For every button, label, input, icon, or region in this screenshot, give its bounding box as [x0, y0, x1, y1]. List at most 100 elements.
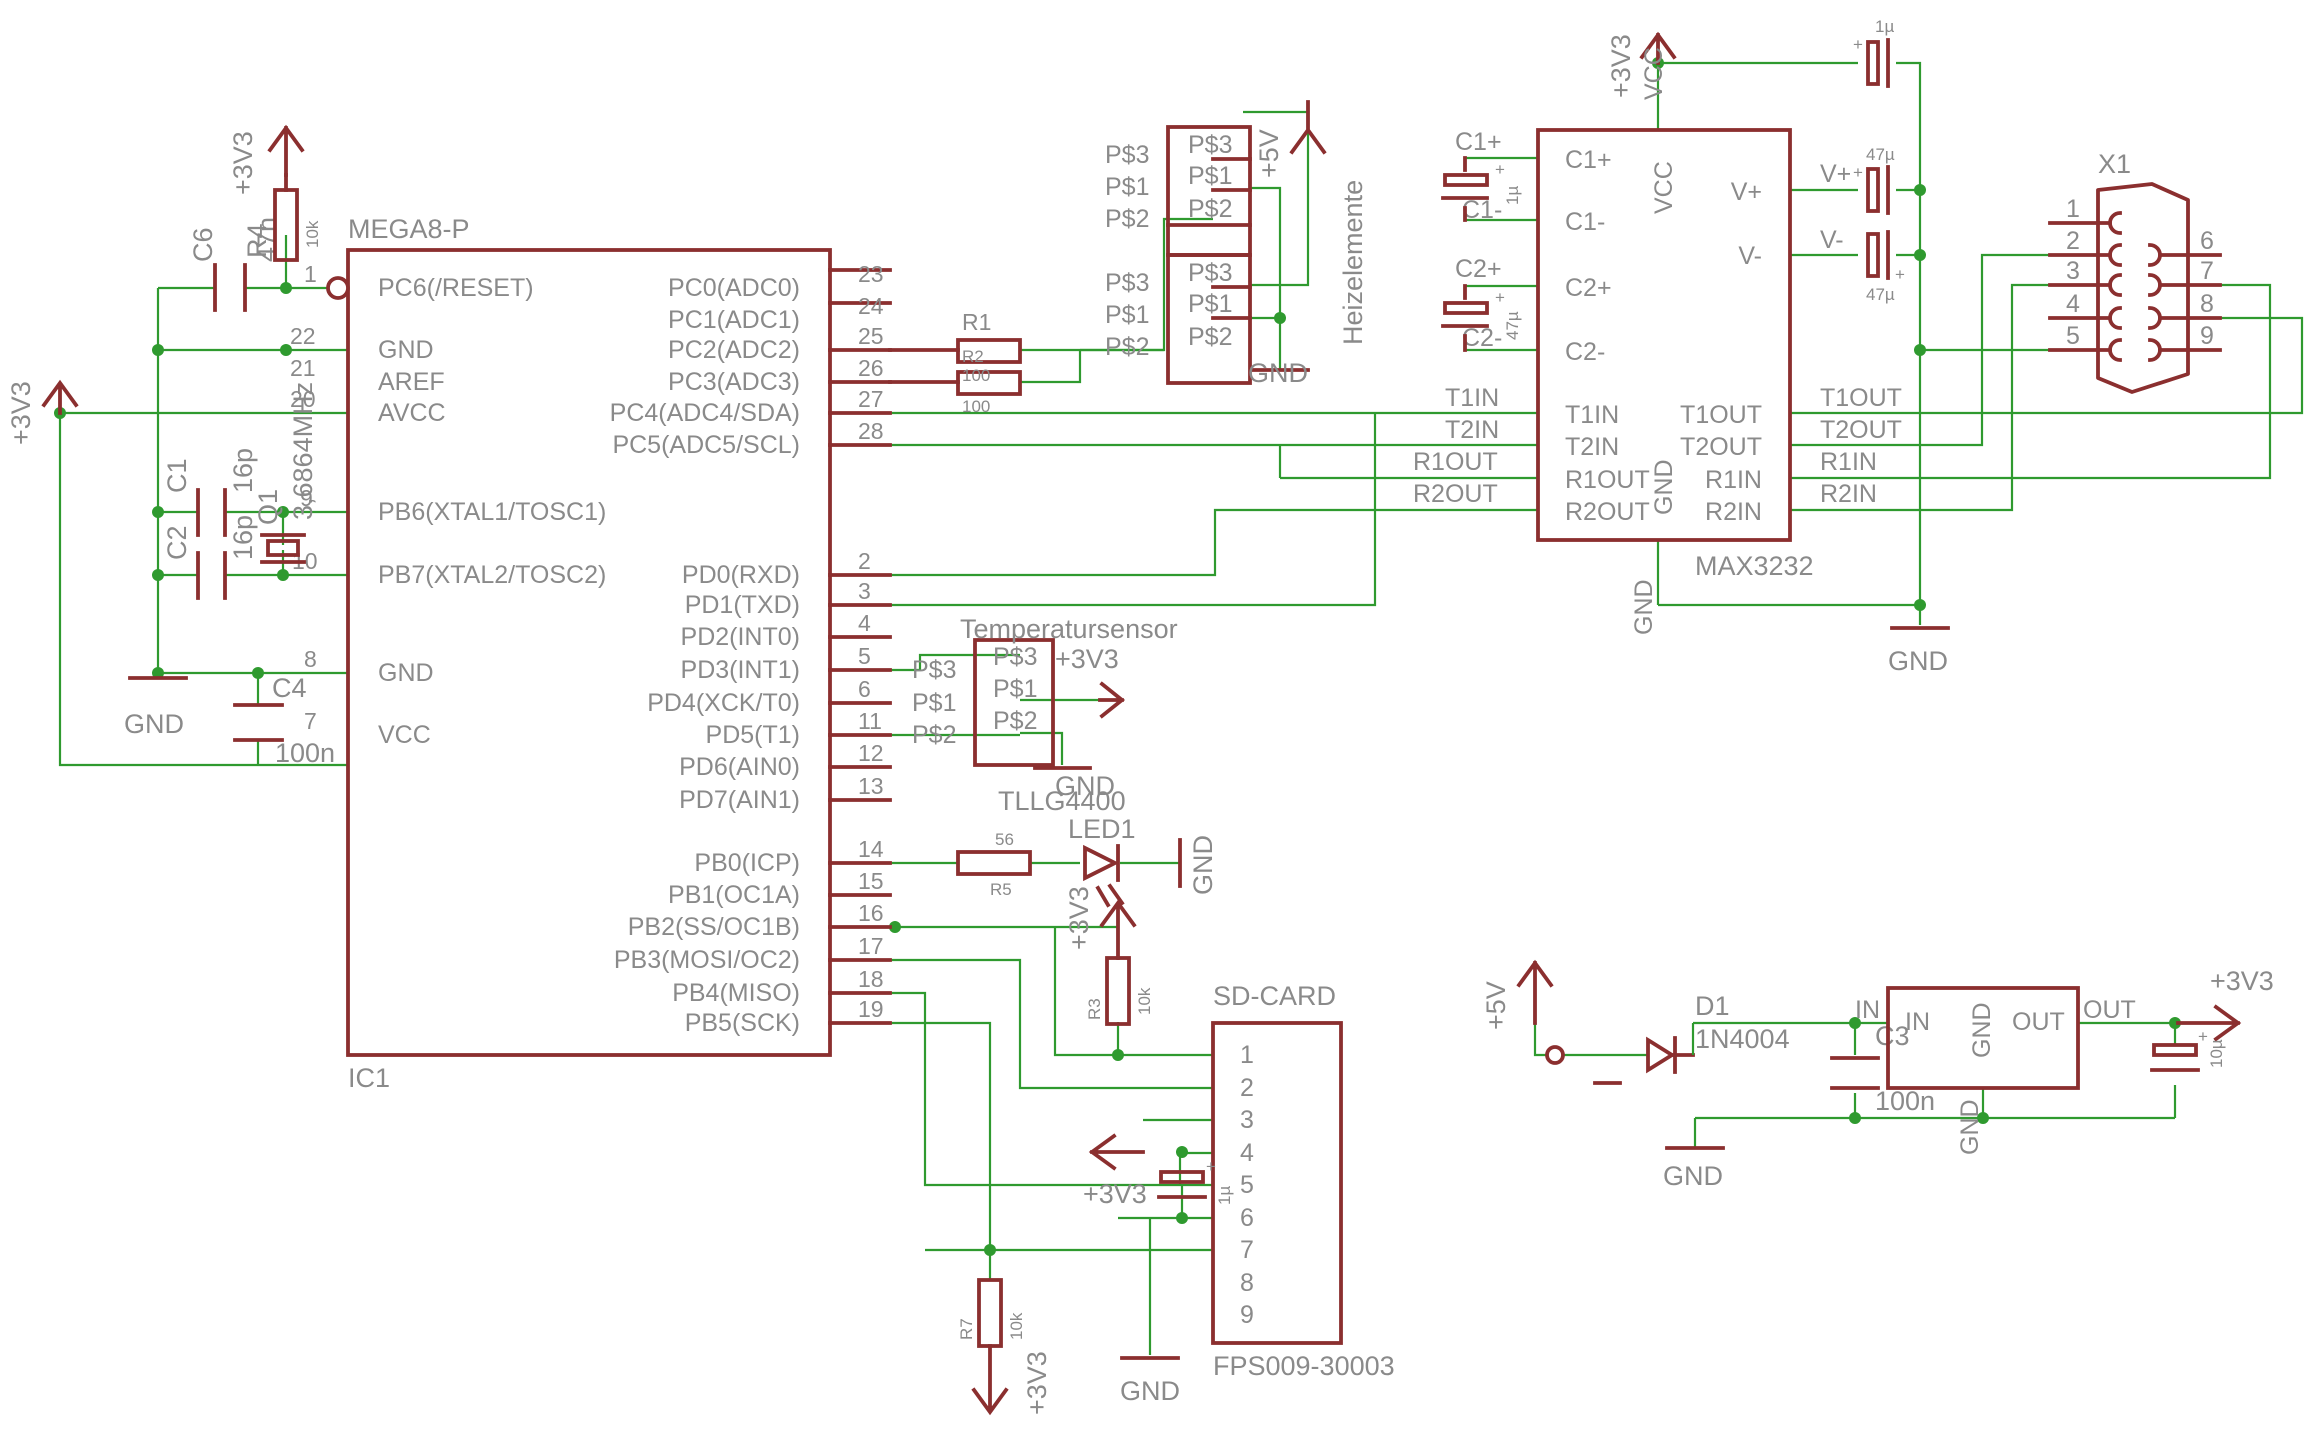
mcu-pin-num: 5: [858, 643, 871, 669]
mcu-pin-name: PD2(INT0): [681, 623, 800, 651]
heater-pin: P$1: [1188, 162, 1232, 190]
r4-supply-label: +3V3: [228, 131, 258, 195]
sdcard-supply: +3V3: [1083, 1179, 1147, 1209]
cap-value: 1µ: [1875, 17, 1894, 36]
mcu-pin-name: PC5(ADC5/SCL): [612, 431, 800, 459]
r7-supply: +3V3: [1022, 1351, 1052, 1415]
net-label: T2OUT: [1820, 416, 1902, 444]
led-type: TLLG4400: [998, 786, 1126, 816]
led-ground: GND: [1188, 835, 1218, 895]
cap-value: 1µ: [1503, 186, 1522, 205]
reg-net-in: IN: [1855, 996, 1880, 1024]
mcu-pin-name: PC0(ADC0): [668, 274, 800, 302]
dsub-pin: 8: [2200, 290, 2214, 318]
mcu-pin-num: 21: [290, 355, 316, 381]
mcu-pin-name: PB3(MOSI/OC2): [614, 946, 800, 974]
max-pin-right: R1IN: [1705, 466, 1762, 494]
reg-ground-label: GND: [1663, 1161, 1723, 1191]
mcu-pin-name: PC4(ADC4/SDA): [610, 399, 800, 427]
led-circuit: 56 R5 TLLG4400 LED1 GND +3V3 R3 10k: [956, 786, 1218, 1026]
mcu-pin-name: PD5(T1): [706, 721, 800, 749]
heater-pin: P$2: [1188, 195, 1232, 223]
heater-ground: GND: [1248, 358, 1308, 388]
max-cap-c2: + 47µ: [1441, 284, 1522, 352]
net-label: C2-: [1462, 324, 1502, 352]
r5-ref: R5: [990, 880, 1012, 899]
c1-ref: C1: [162, 458, 192, 493]
net-label: V-: [1820, 226, 1844, 254]
max-cap-c1: + 1µ: [1441, 156, 1522, 222]
q1-value: 3,6864MHz: [288, 382, 318, 520]
net-wires: [58, 61, 2304, 1355]
tempsensor-pin: P$1: [993, 675, 1037, 703]
mcu-pin-name: PD6(AIN0): [679, 753, 800, 781]
r7-value: 10k: [1007, 1312, 1026, 1340]
c7-value: 10µ: [2207, 1039, 2226, 1068]
mcu-pin-num: 12: [858, 740, 884, 766]
tempsensor-ground: GND: [1055, 771, 1115, 801]
net-label: C1-: [1462, 196, 1502, 224]
mcu-pin-num: 23: [858, 261, 884, 287]
net-label: R2OUT: [1413, 480, 1498, 508]
sdcard-pin: 8: [1240, 1269, 1254, 1297]
heater-pin: P$1: [1188, 290, 1232, 318]
sdcard-part: FPS009-30003: [1213, 1351, 1395, 1381]
heater-pin-out: P$1: [1105, 173, 1149, 201]
heater-pin: P$3: [1188, 131, 1232, 159]
net-label: T1OUT: [1820, 384, 1902, 412]
mcu-pin-name: PD7(AIN1): [679, 786, 800, 814]
dsub-pin: 4: [2066, 290, 2080, 318]
dsub-pin: 3: [2066, 257, 2080, 285]
mcu-pin-num: 17: [858, 933, 884, 959]
sd-cap-value: 1µ: [1215, 1186, 1234, 1205]
heater-pin-out: P$3: [1105, 269, 1149, 297]
max-gnd-pin: GND: [1650, 459, 1678, 515]
mcu-pin-name: PC2(ADC2): [668, 336, 800, 364]
mcu-pin-num: 18: [858, 966, 884, 992]
reg-output-label: +3V3: [2210, 966, 2274, 996]
net-label: V+: [1820, 160, 1851, 188]
net-label: C1+: [1455, 128, 1502, 156]
temp-sensor: Temperatursensor P$3 P$1 P$2 P$3 P$1 P$2…: [912, 614, 1178, 801]
sdcard-pin: 1: [1240, 1041, 1254, 1069]
mcu-pin-num: 8: [304, 646, 317, 672]
sdcard-pin: 7: [1240, 1236, 1254, 1264]
max-vcc-pin: VCC: [1650, 161, 1678, 214]
max-pin-left: T1IN: [1565, 401, 1619, 429]
mcu-pin-num: 19: [858, 996, 884, 1022]
supply-5v-label: +5V: [1481, 981, 1511, 1030]
r1-ref: R1: [962, 309, 991, 335]
mcu-pin-num: 2: [858, 548, 871, 574]
mcu-pin-name: PB2(SS/OC1B): [628, 913, 800, 941]
mcu-pin-name: AREF: [378, 368, 445, 396]
max-cap-vminus: + 47µ: [1866, 230, 1905, 304]
mcu-pin-name: PC6(/RESET): [378, 274, 534, 302]
mcu-pin-num: 6: [858, 676, 871, 702]
tempsensor-pin-out: P$2: [912, 721, 956, 749]
sdcard-pin: 9: [1240, 1301, 1254, 1329]
gnd-left-label: GND: [124, 709, 184, 739]
mcu-pin-name: PB5(SCK): [685, 1009, 800, 1037]
mcu-pin-num: 28: [858, 418, 884, 444]
net-label: C2+: [1455, 255, 1502, 283]
c4-ref: C4: [272, 673, 307, 703]
c4-value: 100n: [275, 738, 335, 768]
dsub-pin: 6: [2200, 227, 2214, 255]
c3-value: 100n: [1875, 1086, 1935, 1116]
d1-ref: D1: [1695, 991, 1730, 1021]
c1-value: 16p: [228, 448, 258, 493]
c2-value: 16p: [228, 515, 258, 560]
mcu-pin-num: 1: [304, 261, 317, 287]
mcu-pin-num: 14: [858, 836, 884, 862]
mcu-pin-num: 11: [858, 708, 882, 734]
heater-supply: +5V: [1254, 129, 1284, 178]
sdcard-pin: 3: [1240, 1106, 1254, 1134]
mcu-pin-name: PB0(ICP): [694, 849, 800, 877]
reset-network: C6 47n 10k R4 +3V3: [188, 124, 322, 312]
net-label: T2IN: [1445, 416, 1499, 444]
heater-label: Heizelemente: [1338, 180, 1368, 345]
tempsensor-pin-out: P$1: [912, 689, 956, 717]
sdcard-pin: 6: [1240, 1204, 1254, 1232]
cap-plus: +: [2198, 1027, 2208, 1046]
max-name: MAX3232: [1695, 551, 1814, 581]
